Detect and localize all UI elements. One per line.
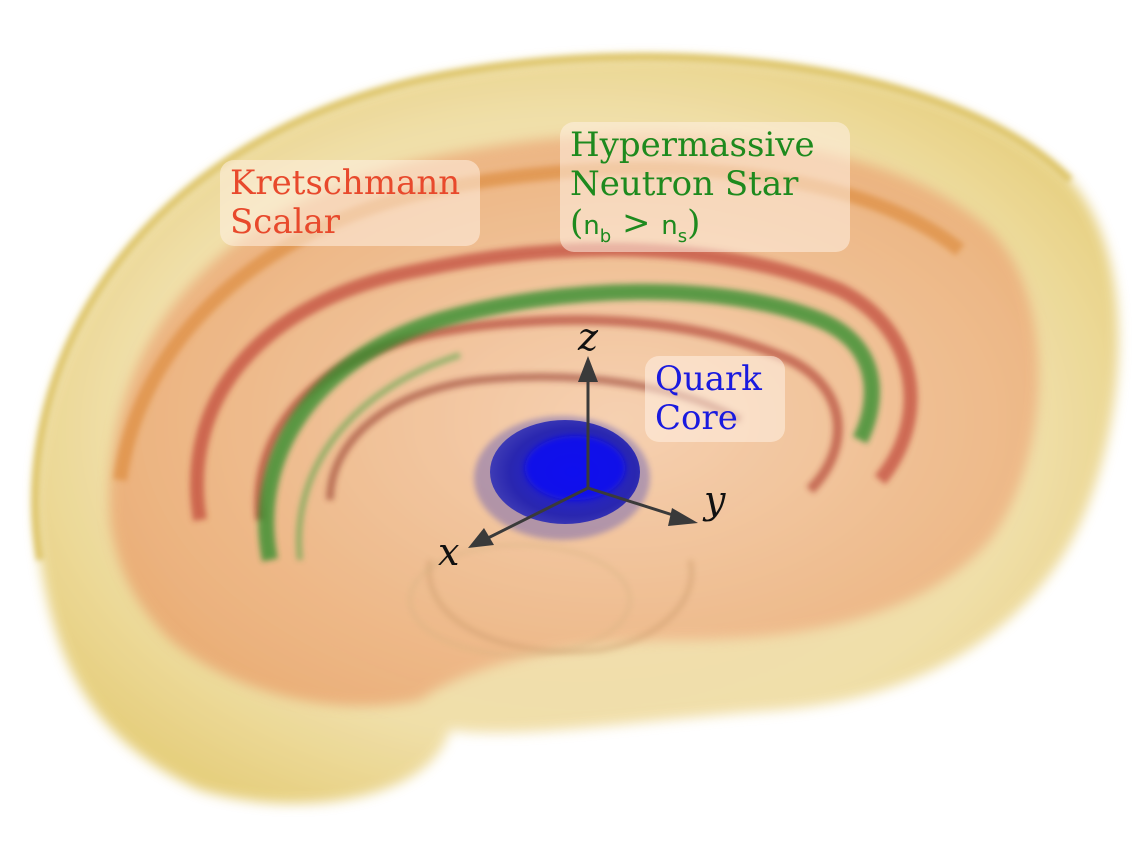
axis-z-label: z: [578, 315, 599, 359]
hms-surface: [258, 283, 880, 562]
kretschmann-line2: Scalar: [230, 202, 341, 243]
axis-x-label: x: [438, 530, 460, 574]
paren-open: (: [570, 203, 584, 244]
quark-line1: Quark: [655, 359, 762, 399]
paren-close: ): [687, 203, 701, 244]
coordinate-axes: [468, 356, 698, 548]
kretschmann-line1: Kretschmann: [230, 163, 461, 203]
kretschmann-label: Kretschmann Scalar: [220, 160, 480, 247]
gt-symbol: >: [611, 203, 662, 244]
nb-subscript: b: [599, 225, 612, 247]
hms-line1: Hypermassive: [570, 125, 815, 165]
quark-line2: Core: [655, 398, 738, 439]
ns-subscript: s: [677, 225, 688, 247]
nb-symbol: n: [583, 211, 600, 242]
ns-symbol: n: [661, 211, 678, 242]
quark-core: [474, 416, 650, 540]
inner-swirls: [408, 543, 695, 657]
hms-label: Hypermassive Neutron Star (nb > ns): [560, 122, 850, 252]
axis-y-label: y: [704, 478, 726, 522]
hms-line2: Neutron Star: [570, 164, 799, 205]
quark-label: Quark Core: [645, 356, 785, 443]
hms-line3: (nb > ns): [570, 204, 840, 247]
